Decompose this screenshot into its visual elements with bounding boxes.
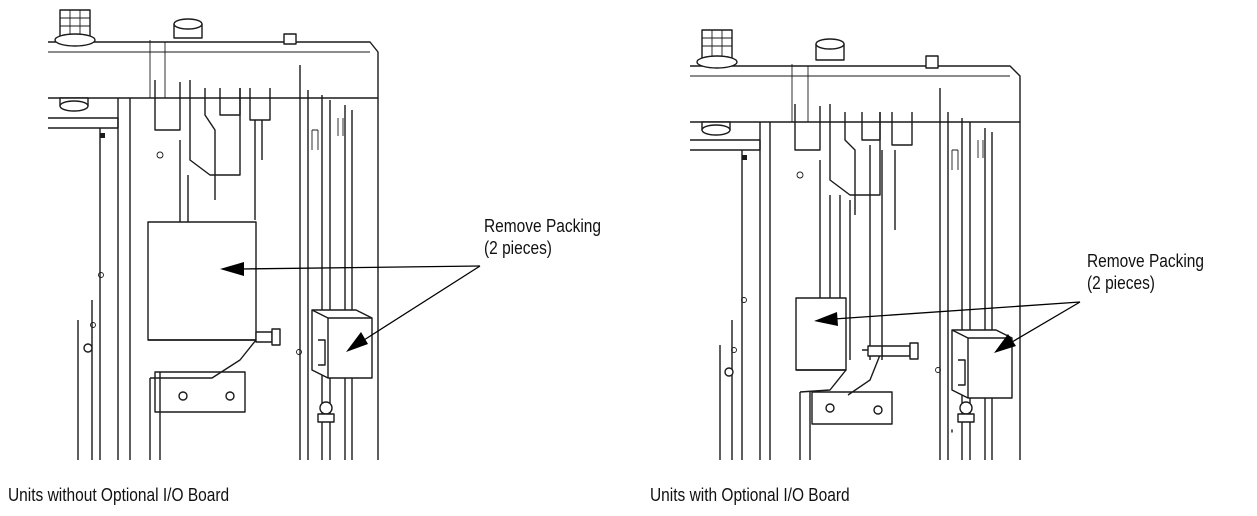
packing-block-1 xyxy=(147,221,257,341)
left-callout-label: Remove Packing (2 pieces) xyxy=(484,215,601,259)
left-callout-arrows xyxy=(220,262,481,352)
right-assembly-drawing xyxy=(690,29,1021,460)
right-caption: Units with Optional I/O Board xyxy=(650,485,850,505)
packing-block-4 xyxy=(951,329,1013,399)
packing-block-3 xyxy=(795,297,847,371)
right-callout-label: Remove Packing (2 pieces) xyxy=(1087,250,1204,294)
packing-block-2 xyxy=(311,309,373,379)
right-callout-arrows xyxy=(814,301,1081,353)
left-caption: Units without Optional I/O Board xyxy=(8,485,230,505)
left-callout-line-2: (2 pieces) xyxy=(484,238,552,258)
right-callout-line-1: Remove Packing xyxy=(1087,251,1205,271)
left-callout-line-1: Remove Packing xyxy=(484,216,602,236)
left-assembly-drawing xyxy=(48,9,379,460)
right-callout-line-2: (2 pieces) xyxy=(1087,273,1155,293)
